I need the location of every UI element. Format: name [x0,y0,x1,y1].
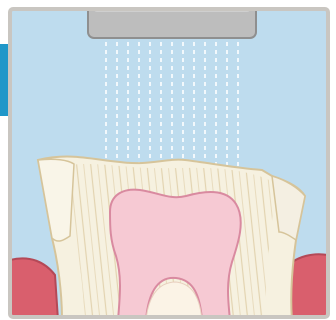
illustration-panel [10,2,328,320]
